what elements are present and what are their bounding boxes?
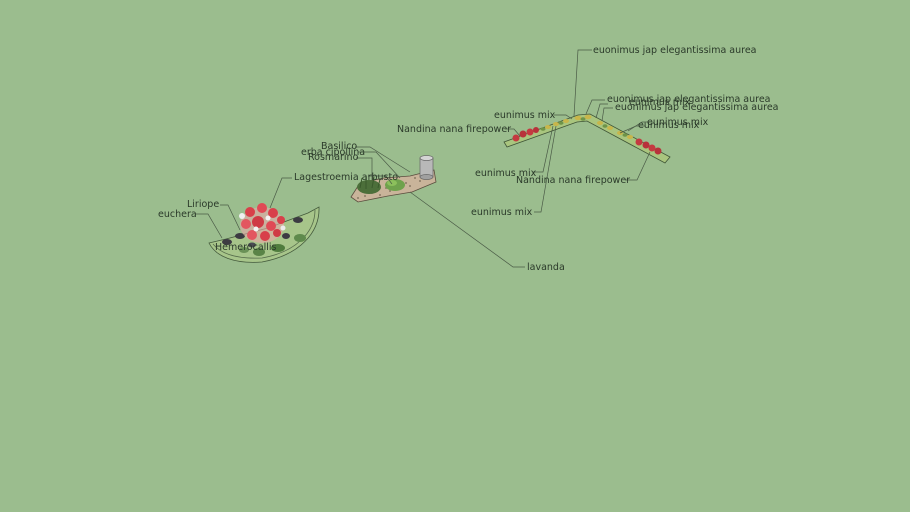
label-lagestroemia: Lagestroemia arbusto: [294, 172, 399, 183]
label-rosmarino: Rosmarino: [308, 152, 359, 163]
label-hemerocallis: Hemerocallis: [215, 242, 277, 253]
water-barrel: [419, 155, 434, 180]
label-eunimus-mix-mid: eunimus mix: [475, 168, 537, 179]
label-nandina-bottom: Nandina nana firepower: [516, 175, 631, 186]
label-eunimus-mix-low: eunimus mix: [471, 207, 533, 218]
label-euonimus-top: euonimus jap elegantissima aurea: [593, 45, 757, 56]
leader-lines: [195, 49, 651, 268]
label-liriope: Liriope: [187, 199, 220, 210]
label-euonimus-3: euonimus jap elegantissima aurea: [615, 102, 779, 113]
label-eunimus-mix-top: eunimus mix: [494, 110, 556, 121]
basil-plant: [385, 179, 405, 191]
label-eunimus-mix-r2: eunimus mix: [647, 117, 709, 128]
label-erba-cipollina: erba cipollina: [301, 147, 366, 158]
euonymus-plants: [545, 114, 633, 139]
rosmarino-plant: [357, 176, 381, 194]
label-nandina-left: Nandina nana firepower: [397, 124, 512, 135]
label-euonimus-2: euonimus jap elegantissima aurea: [607, 94, 771, 105]
half-round-bed: [208, 203, 320, 263]
nandina-left-plants: [512, 127, 539, 142]
liriope-plants: [239, 234, 306, 256]
label-eunimus-mix-r1: eunimus mix: [629, 97, 691, 108]
heuchera-plants: [222, 217, 303, 248]
chevron-bed: [503, 113, 671, 164]
lagestroemia-shrub: [239, 203, 286, 243]
label-basilico: Basilico: [321, 141, 358, 152]
label-euchera: euchera: [158, 209, 197, 220]
gravel-bed: [350, 155, 437, 203]
eunimus-mix-plants: [540, 117, 628, 137]
label-eunimus-mix-r3: eunimus mix: [638, 120, 700, 131]
nandina-right-plants: [635, 138, 662, 155]
label-lavanda: lavanda: [527, 262, 565, 273]
